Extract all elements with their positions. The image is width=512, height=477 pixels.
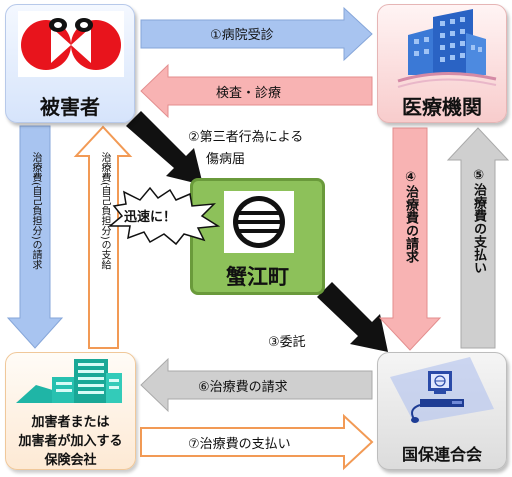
flow-insurer-payment-label: ⑦治療費の支払い [188, 437, 291, 452]
arrow-victim-payment [73, 125, 133, 349]
speech-burst-icon [107, 186, 221, 246]
medical-label: 医療機関 [402, 95, 482, 119]
insurer-label-line1: 加害者または [31, 415, 110, 430]
insurer-label-line2: 加害者が加入する [18, 434, 123, 449]
arrow-fed-claim [140, 357, 373, 413]
arrow-report [126, 111, 203, 185]
arrow-payment-to-medical [446, 127, 510, 349]
flow-payment-to-medical-label: ⑤治療費の支払い [471, 168, 486, 274]
arrow-victim-claim [6, 125, 64, 349]
flow-consign-label: ③委託 [268, 335, 306, 350]
office-building-icon [16, 359, 122, 403]
town-emblem-icon [224, 191, 294, 253]
flow-report-label-line1: ②第三者行為による [188, 130, 304, 145]
flow-victim-payment-label: 治療費(自己負担分)の支給 [99, 152, 110, 270]
arrow-consign [317, 282, 388, 352]
arrow-insurer-payment [140, 413, 374, 471]
flow-consultation-label: ①病院受診 [210, 28, 274, 43]
town-node: 蟹江町 [190, 178, 325, 295]
computer-icon [390, 357, 494, 423]
arrow-exam [140, 63, 373, 119]
town-label: 蟹江町 [226, 265, 289, 289]
flow-report-label-line2: 傷病届 [206, 152, 246, 167]
federation-node: 国保連合会 [377, 352, 507, 470]
federation-label: 国保連合会 [401, 445, 482, 464]
flow-invoice-claim-label: ④治療費の請求 [403, 170, 418, 263]
hospital-building-icon [397, 9, 497, 88]
flow-victim-claim-label: 治療費(自己負担分)の請求 [30, 152, 41, 270]
victim-label: 被害者 [40, 95, 100, 119]
arrow-invoice-claim [378, 127, 442, 351]
medical-node: 医療機関 [377, 4, 507, 123]
flow-exam-label: 検査・診療 [216, 86, 282, 101]
arrow-consultation [140, 6, 373, 62]
callout-quick: 迅速に！ [124, 210, 177, 225]
insurer-node: 加害者または 加害者が加入する 保険会社 [5, 352, 136, 470]
insurer-label-line3: 保険会社 [44, 453, 97, 468]
victim-node: 被害者 [5, 4, 135, 123]
flow-fed-claim-label: ⑥治療費の請求 [198, 380, 288, 395]
victim-logo-icon [18, 11, 124, 77]
